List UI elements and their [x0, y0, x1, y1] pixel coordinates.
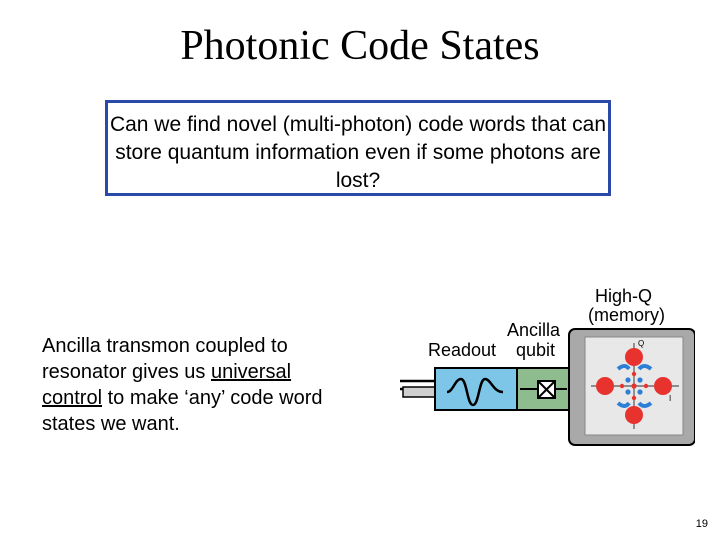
slide-title: Photonic Code States: [180, 23, 540, 69]
body-text: Ancilla transmon coupled to resonator gi…: [42, 333, 352, 437]
arc-tr: [637, 364, 653, 371]
label-high-q: High-Q: [595, 286, 653, 306]
blob-top: [625, 348, 643, 366]
axis-q-label: Q: [638, 339, 644, 348]
arc-tl: [616, 364, 631, 371]
blob-left: [596, 377, 614, 395]
blob-right: [654, 377, 672, 395]
blob-bottom: [625, 406, 643, 424]
device-diagram: Q I: [400, 328, 695, 446]
question-box: Can we find novel (multi-photon) code wo…: [105, 100, 611, 196]
body-text-part1: Ancilla transmon coupled to resonator gi…: [42, 335, 288, 383]
arc-bl: [616, 401, 631, 408]
label-memory: (memory): [588, 305, 665, 325]
body-text-part2: to make ‘any’ code word states we want.: [42, 387, 323, 435]
resonator-waveform-icon: [446, 377, 504, 407]
axis-i-label: I: [669, 394, 671, 403]
arc-br: [637, 401, 653, 408]
label-ancilla: Ancilla: [507, 320, 561, 340]
body-text-underlined: universal control: [42, 361, 292, 409]
label-qubit: qubit: [516, 340, 556, 360]
page-number: 19: [695, 518, 708, 530]
label-readout: Readout: [428, 340, 497, 360]
